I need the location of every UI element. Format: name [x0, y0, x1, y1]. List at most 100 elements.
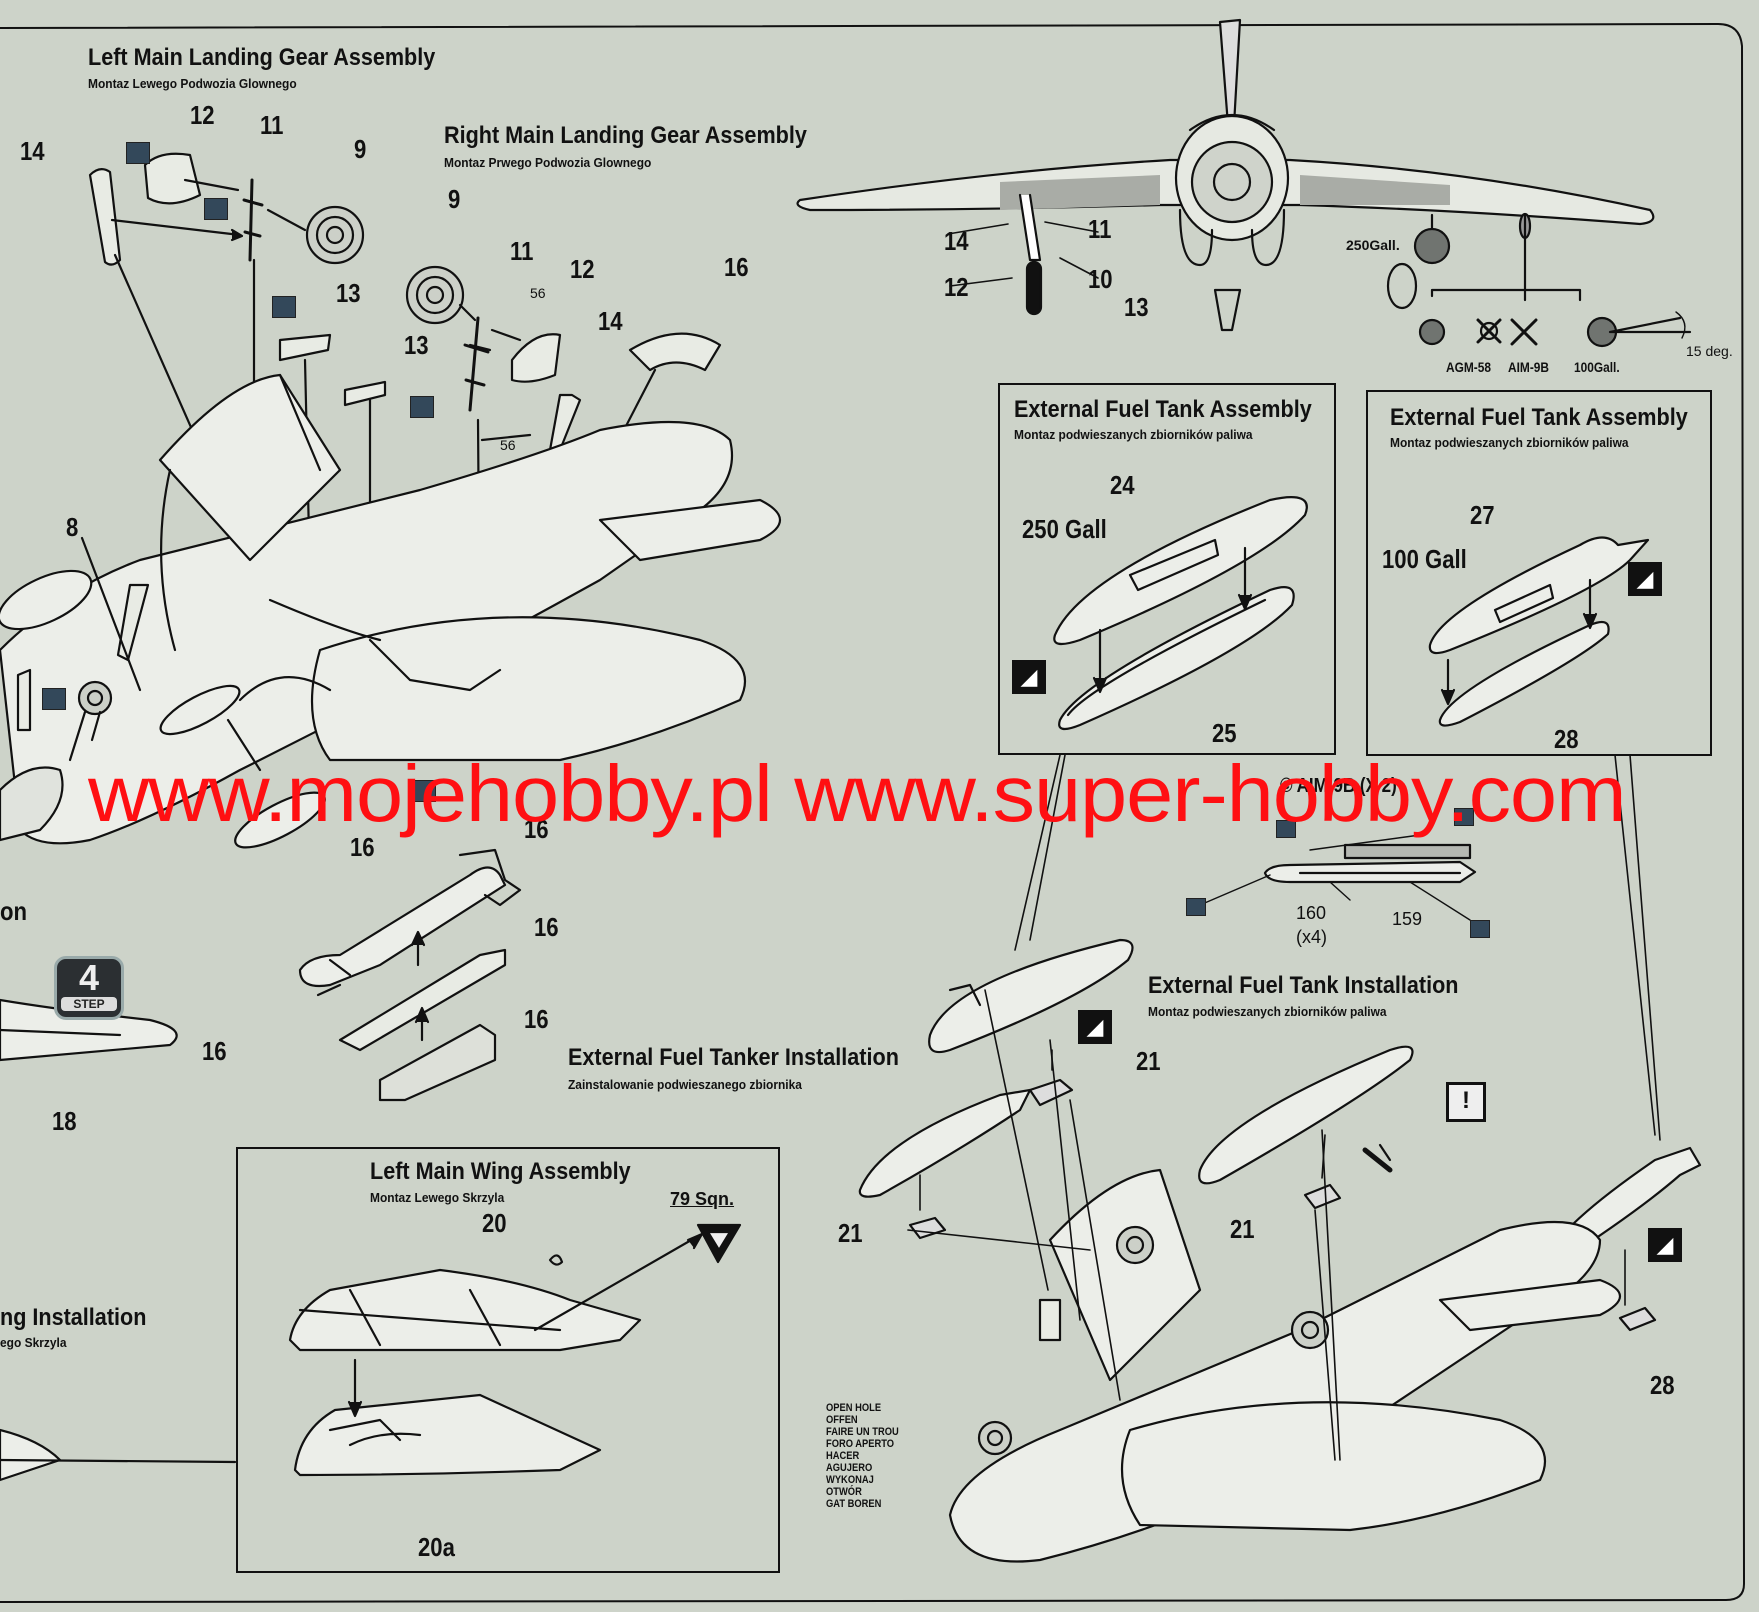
open-hole-line: FAIRE UN TROU: [826, 1426, 899, 1438]
part-number: 21: [1136, 1046, 1161, 1076]
fuel-tank-install-title: External Fuel Tank Installation: [1148, 972, 1459, 999]
part-number: 13: [336, 278, 361, 308]
tank-100-box: [1366, 390, 1712, 756]
part-number: 9: [354, 134, 367, 164]
color-code-badge: [204, 198, 228, 220]
main-aircraft-left: [0, 373, 781, 849]
tank-100-diagram: [1428, 536, 1650, 727]
fuel-tanker-install-title: External Fuel Tanker Installation: [568, 1044, 899, 1071]
part-number: 14: [20, 136, 45, 166]
aim9b-detail: [1199, 834, 1477, 921]
step-label: STEP: [61, 997, 117, 1011]
part-number: 159: [1392, 909, 1423, 929]
fuel-tank-100-subtitle: Montaz podwieszanych zbiorników paliwa: [1390, 435, 1629, 450]
left-wing-diagram: [288, 1223, 742, 1477]
right-gear-title: Right Main Landing Gear Assembly: [444, 122, 807, 149]
squadron-label: 79 Sqn.: [670, 1189, 735, 1209]
part-number: 14: [598, 306, 623, 336]
left-wing-subtitle: Montaz Lewego Skrzyla: [370, 1190, 505, 1205]
tank-250-label: 250 Gall: [1022, 514, 1107, 544]
part-number: 28: [1554, 724, 1579, 754]
front-agm-label: AGM-58: [1446, 359, 1491, 375]
part-number: 14: [944, 226, 969, 256]
part-number: 160: [1296, 903, 1327, 923]
fuel-tank-250-title: External Fuel Tank Assembly: [1014, 396, 1312, 423]
part-number: 16: [524, 814, 549, 844]
open-hole-line: AGUJERO: [826, 1462, 873, 1474]
part-number: 12: [944, 272, 969, 302]
aim9b-count: (x4): [1296, 927, 1327, 947]
part-number: 12: [190, 100, 215, 130]
step-number: 4: [78, 957, 100, 998]
part-number: 11: [1088, 214, 1112, 244]
part-number: 9: [448, 184, 461, 214]
part-number: 20a: [418, 1532, 455, 1562]
left-wing-box: [236, 1147, 780, 1573]
paint-icon: ◢: [1012, 660, 1046, 694]
wing-install-partial-title: ng Installation: [0, 1304, 147, 1331]
part-number: 16: [350, 832, 375, 862]
paint-icon: ◢: [1628, 562, 1662, 596]
part-number: 27: [1470, 500, 1495, 530]
open-hole-line: OPEN HOLE: [826, 1402, 882, 1414]
paint-icon: ◢: [1078, 1010, 1112, 1044]
part-number: 16: [524, 1004, 549, 1034]
part-number: 12: [570, 254, 595, 284]
caution-icon: !: [1446, 1082, 1486, 1122]
step-badge: 4 STEP: [54, 956, 124, 1020]
color-code-badge: [1470, 920, 1490, 938]
tank-250-diagram: [1053, 496, 1308, 731]
front-angle-label: 15 deg.: [1686, 343, 1733, 359]
part-number: 13: [404, 330, 429, 360]
front-view-aircraft: [796, 18, 1692, 348]
left-gear-subtitle: Montaz Lewego Podwozia Glownego: [88, 76, 297, 91]
part-number: 13: [1124, 292, 1149, 322]
color-code-badge: [126, 142, 150, 164]
tank-100-label: 100 Gall: [1382, 544, 1467, 574]
color-code-badge: [1276, 820, 1296, 838]
part-number: 16: [202, 1036, 227, 1066]
part-number: 56: [500, 437, 516, 453]
part-number: 10: [1088, 264, 1113, 294]
color-code-badge: [1186, 898, 1206, 916]
front-aim-label: AIM-9B: [1508, 359, 1549, 375]
part-number: 28: [1650, 1370, 1675, 1400]
open-hole-legend: OPEN HOLE OFFEN FAIRE UN TROU FORO APERT…: [826, 1402, 899, 1510]
sheet-border: [0, 23, 1745, 1603]
part-number: 20: [482, 1208, 507, 1238]
fuel-tank-install-subtitle: Montaz podwieszanych zbiorników paliwa: [1148, 1004, 1387, 1019]
fuel-tanker-install-subtitle: Zainstalowanie podwieszanego zbiornika: [568, 1077, 802, 1092]
paint-icon: ◢: [1648, 1228, 1682, 1262]
tank-250-box: [998, 383, 1336, 755]
part-number: 24: [1110, 470, 1135, 500]
watermark: www.mojehobby.pl www.super-hobby.com: [88, 749, 1627, 838]
open-hole-line: GAT BOREN: [826, 1498, 882, 1510]
partial-on-text: on: [0, 896, 28, 926]
color-code-badge: [410, 396, 434, 418]
aim9b-title: © AIM-9B (X 2): [1280, 775, 1397, 797]
part-number: 11: [260, 110, 284, 140]
part-number: 16: [534, 912, 559, 942]
open-hole-line: HACER: [826, 1450, 860, 1462]
color-code-badge: [412, 780, 436, 802]
part-number: 8: [66, 512, 79, 542]
missile-parts: [298, 848, 522, 1102]
partial-wing-left: [0, 998, 237, 1482]
open-hole-line: FORO APERTO: [826, 1438, 895, 1450]
part-number: 25: [1212, 718, 1237, 748]
open-hole-line: OTWÓR: [826, 1486, 862, 1498]
part-number: 18: [52, 1106, 77, 1136]
left-wing-title: Left Main Wing Assembly: [370, 1158, 631, 1185]
right-gear-subtitle: Montaz Prwego Podwozia Glownego: [444, 155, 652, 170]
part-number: 21: [1230, 1214, 1255, 1244]
part-number: 16: [724, 252, 749, 282]
open-hole-line: OFFEN: [826, 1414, 858, 1426]
open-hole-line: WYKONAJ: [826, 1474, 874, 1486]
part-number: 56: [530, 285, 546, 301]
wing-install-partial-subtitle: ego Skrzyla: [0, 1335, 67, 1350]
installation-aircraft: [858, 938, 1702, 1563]
part-number: 11: [510, 236, 534, 266]
front-tank250-label: 250Gall.: [1346, 237, 1400, 253]
front-tank100-label: 100Gall.: [1574, 359, 1620, 375]
